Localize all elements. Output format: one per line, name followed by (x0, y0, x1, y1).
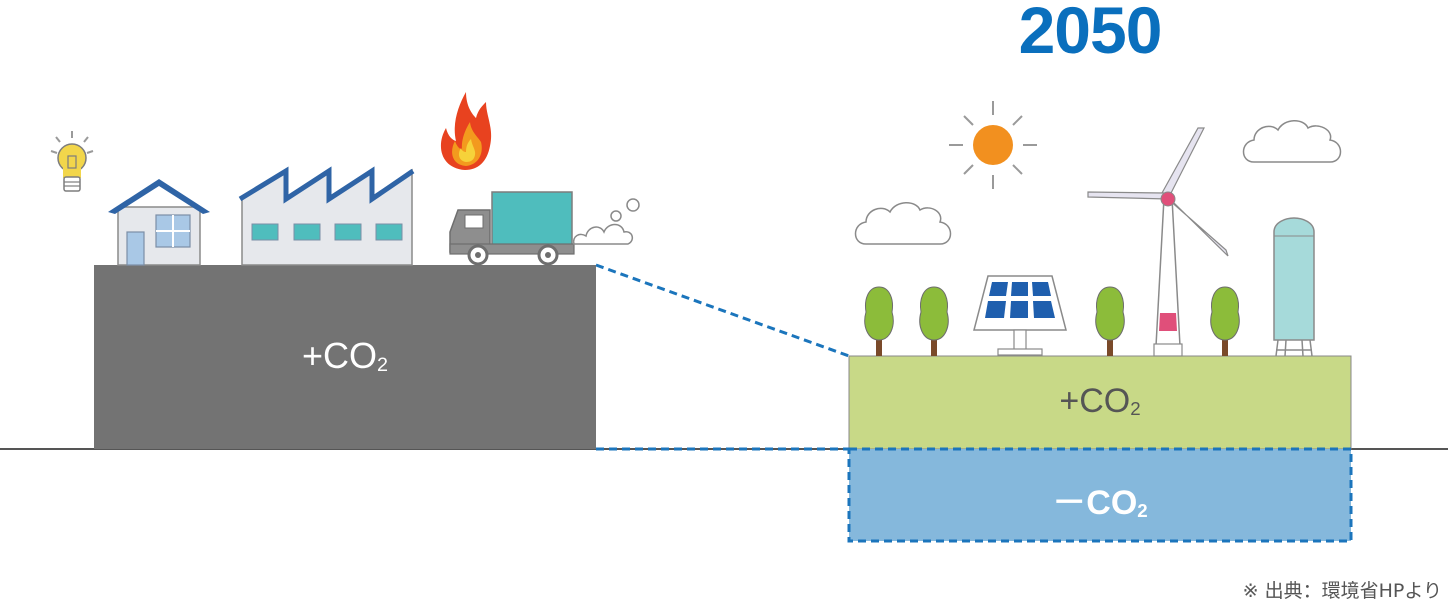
current-co2-label: +CO2 (94, 335, 596, 377)
truck-icon (449, 191, 575, 266)
solar-panel-icon (973, 275, 1067, 356)
sun-icon (949, 101, 1037, 189)
future-emission-block (848, 355, 1352, 450)
co2-subscript: 2 (377, 353, 389, 376)
future-absorption-block (847, 447, 1353, 543)
flame-icon (440, 92, 492, 170)
co2-text: +CO (301, 335, 377, 376)
current-emission-block (94, 265, 596, 449)
tree-icon (919, 286, 949, 356)
exhaust-smoke-icon (572, 198, 640, 245)
cloud-icon (1242, 120, 1342, 163)
tree-icon (864, 286, 894, 356)
connector-top-dashed (595, 263, 850, 358)
hydrogen-tank-icon (1273, 217, 1315, 357)
future-absorption-co2-label: －CO2 (849, 475, 1351, 524)
tree-icon (1210, 286, 1240, 356)
source-note: ※ 出典：環境省HPより (1242, 580, 1442, 602)
year-title: 2050 (1018, 0, 1163, 67)
co2-subscript: 2 (1137, 499, 1148, 521)
wind-turbine-icon (1087, 127, 1229, 357)
future-emission-co2-label: +CO2 (849, 382, 1351, 421)
co2-text: －CO (1052, 484, 1138, 522)
co2-text: +CO (1059, 382, 1131, 420)
house-icon (108, 179, 210, 266)
tree-icon (1095, 286, 1125, 356)
cloud-icon (854, 202, 952, 245)
light-bulb-icon (50, 131, 94, 192)
factory-icon (238, 166, 415, 266)
co2-subscript: 2 (1130, 397, 1141, 419)
